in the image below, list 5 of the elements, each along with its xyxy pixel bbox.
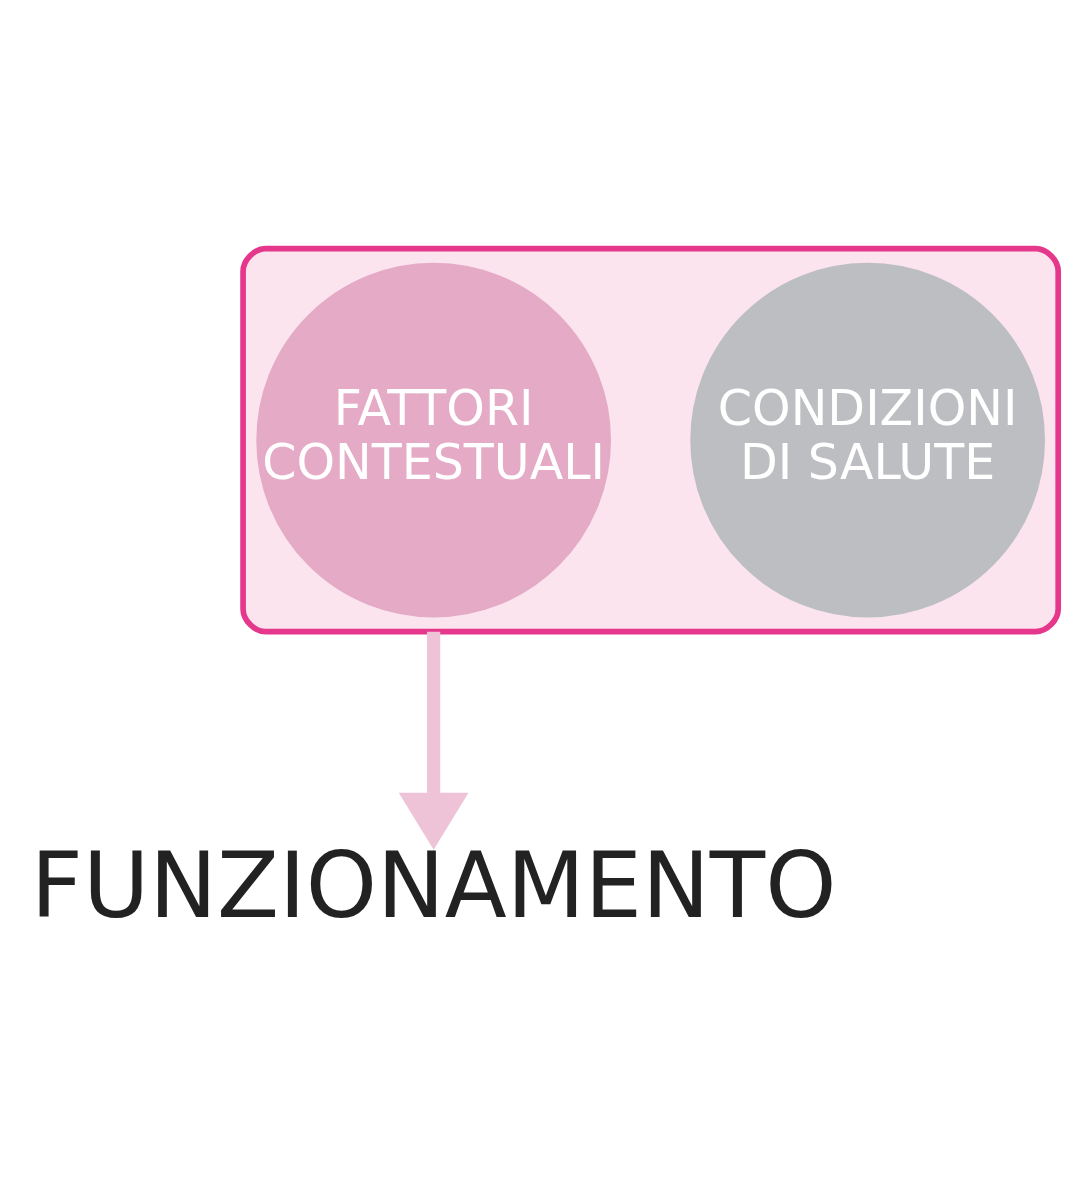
cluster xyxy=(240,245,1062,635)
node-circle: CONDIZIONI DI SALUTE xyxy=(690,262,1045,618)
node-text: FUNZIONAMENTO xyxy=(30,833,837,939)
arrow xyxy=(398,631,469,850)
node-circle: FATTORI CONTESTUALI xyxy=(256,262,611,618)
